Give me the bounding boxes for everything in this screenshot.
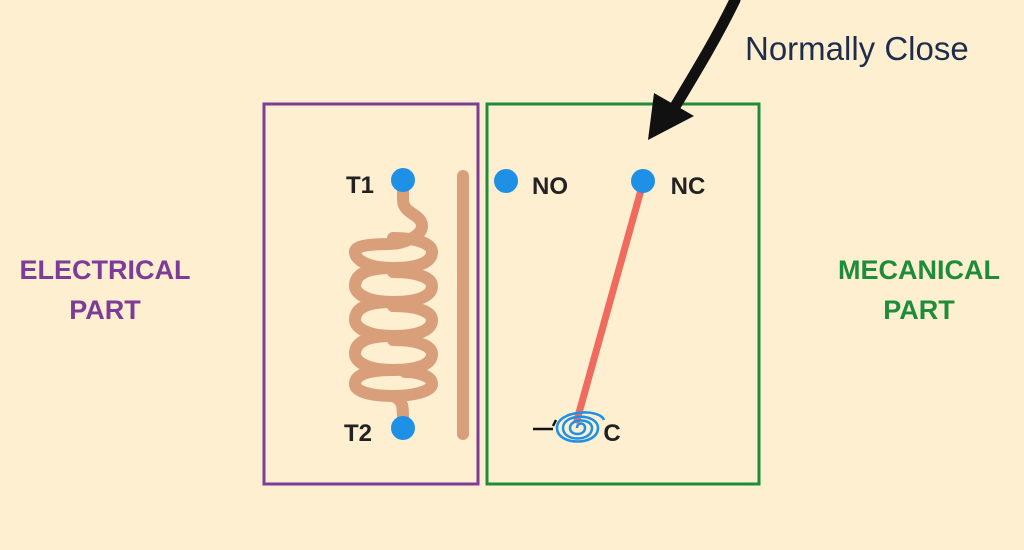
terminal-c-label: C xyxy=(603,420,620,447)
terminal-no-label: NO xyxy=(532,173,568,200)
terminal-t1-dot xyxy=(391,168,415,192)
terminal-t2-dot xyxy=(391,416,415,440)
pointer-arrow-icon xyxy=(648,0,741,140)
coil-icon xyxy=(348,174,439,434)
terminal-nc-dot xyxy=(631,169,655,193)
mechanical-part-label: MECANICAL PART xyxy=(838,255,1000,325)
terminal-t1-label: T1 xyxy=(346,172,374,199)
terminal-t2-label: T2 xyxy=(344,420,372,447)
normally-close-annotation: Normally Close xyxy=(745,30,969,67)
mechanical-part-box xyxy=(485,102,761,486)
terminal-nc-label: NC xyxy=(671,173,706,200)
electrical-part-box xyxy=(262,102,480,486)
electrical-part-label: ELECTRICAL PART xyxy=(19,255,191,325)
switch-arm xyxy=(573,186,645,424)
terminal-no-dot xyxy=(494,169,518,193)
spiral-spring-icon xyxy=(533,411,606,443)
